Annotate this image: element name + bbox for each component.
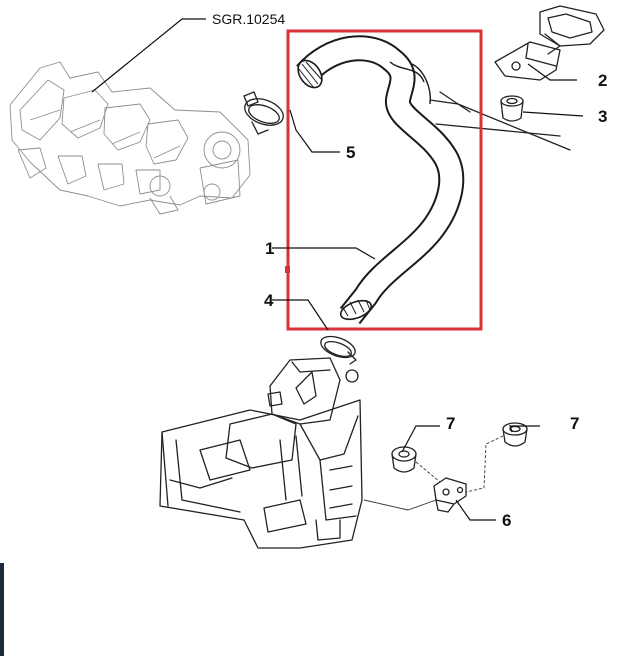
intake-manifold — [9, 61, 251, 215]
expansion-tank — [159, 357, 363, 549]
background-pipe — [429, 91, 571, 151]
reference-label: SGR.10254 — [212, 11, 285, 27]
mounting-links — [363, 435, 504, 511]
callout-7-left: 7 — [446, 414, 455, 433]
bracket-part — [494, 5, 605, 81]
callout-6: 6 — [502, 511, 511, 530]
callout-1: 1 — [265, 239, 274, 258]
callout-2: 2 — [598, 71, 607, 90]
grommet-part — [500, 95, 524, 122]
edge-bar — [0, 563, 4, 656]
callout-3: 3 — [598, 107, 607, 126]
callout-4: 4 — [264, 291, 274, 310]
callout-7-right: 7 — [570, 414, 579, 433]
highlight-marker — [285, 266, 290, 273]
callout-5: 5 — [346, 143, 355, 162]
leader-lines — [91, 18, 584, 521]
upper-clamp-part — [243, 91, 284, 135]
rubber-bush-left — [391, 446, 417, 473]
lower-clamp-part — [320, 335, 357, 365]
hose-lower-clamp-band — [339, 299, 373, 321]
highlight-box — [286, 29, 483, 331]
coolant-hose — [296, 35, 465, 325]
